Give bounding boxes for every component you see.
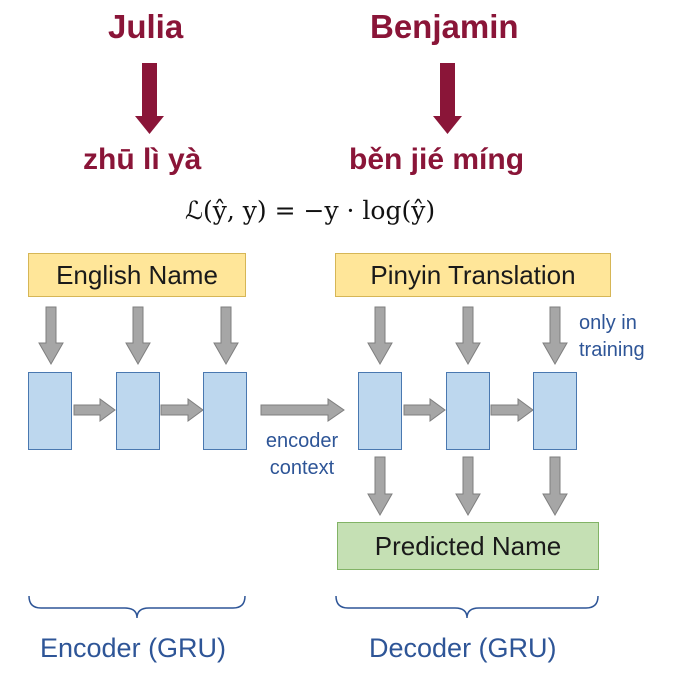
encoder-brace bbox=[28, 595, 246, 619]
example-name-benjamin: Benjamin bbox=[370, 8, 519, 45]
only-in-training-note: only in training bbox=[579, 310, 645, 364]
encoder-context-line2: context bbox=[269, 457, 335, 479]
encoder-context-note: encoder context bbox=[262, 428, 342, 482]
down-arrow-pinyin-1 bbox=[367, 306, 393, 366]
only-in-training-line1: only in bbox=[579, 312, 637, 334]
encoder-gru-cell-3 bbox=[203, 372, 247, 450]
only-in-training-line2: training bbox=[579, 339, 645, 361]
pinyin-translation-box: Pinyin Translation bbox=[335, 253, 611, 297]
encoder-context-line1: encoder bbox=[265, 430, 339, 452]
decoder-gru-cell-2 bbox=[446, 372, 490, 450]
translation-arrow-julia bbox=[135, 63, 164, 134]
right-arrow-dec-2 bbox=[490, 398, 534, 422]
down-arrow-pinyin-2 bbox=[455, 306, 481, 366]
decoder-gru-cell-1 bbox=[358, 372, 402, 450]
decoder-brace bbox=[335, 595, 599, 619]
decoder-gru-cell-3 bbox=[533, 372, 577, 450]
loss-formula-lhs: ℒ(ŷ, y) bbox=[185, 196, 267, 225]
right-arrow-dec-1 bbox=[403, 398, 446, 422]
down-arrow-output-1 bbox=[367, 456, 393, 517]
encoder-label: Encoder (GRU) bbox=[40, 633, 227, 663]
down-arrow-input-3 bbox=[213, 306, 239, 366]
translation-arrow-benjamin bbox=[433, 63, 462, 134]
decoder-label: Decoder (GRU) bbox=[369, 633, 557, 663]
down-arrow-output-3 bbox=[542, 456, 568, 517]
right-arrow-enc-1 bbox=[73, 398, 116, 422]
right-arrow-enc-2 bbox=[160, 398, 204, 422]
example-pinyin-benjamin: běn jié míng bbox=[349, 143, 525, 176]
loss-formula-rhs: = −y · log(ŷ) bbox=[274, 196, 436, 225]
example-name-julia: Julia bbox=[108, 8, 184, 45]
down-arrow-input-1 bbox=[38, 306, 64, 366]
example-pinyin-julia: zhū lì yà bbox=[83, 143, 202, 176]
predicted-name-box: Predicted Name bbox=[337, 522, 599, 570]
context-arrow bbox=[260, 398, 345, 422]
encoder-gru-cell-2 bbox=[116, 372, 160, 450]
loss-formula: ℒ(ŷ, y) = −y · log(ŷ) bbox=[185, 196, 435, 225]
down-arrow-input-2 bbox=[125, 306, 151, 366]
down-arrow-output-2 bbox=[455, 456, 481, 517]
english-name-box: English Name bbox=[28, 253, 246, 297]
encoder-gru-cell-1 bbox=[28, 372, 72, 450]
down-arrow-pinyin-3 bbox=[542, 306, 568, 366]
